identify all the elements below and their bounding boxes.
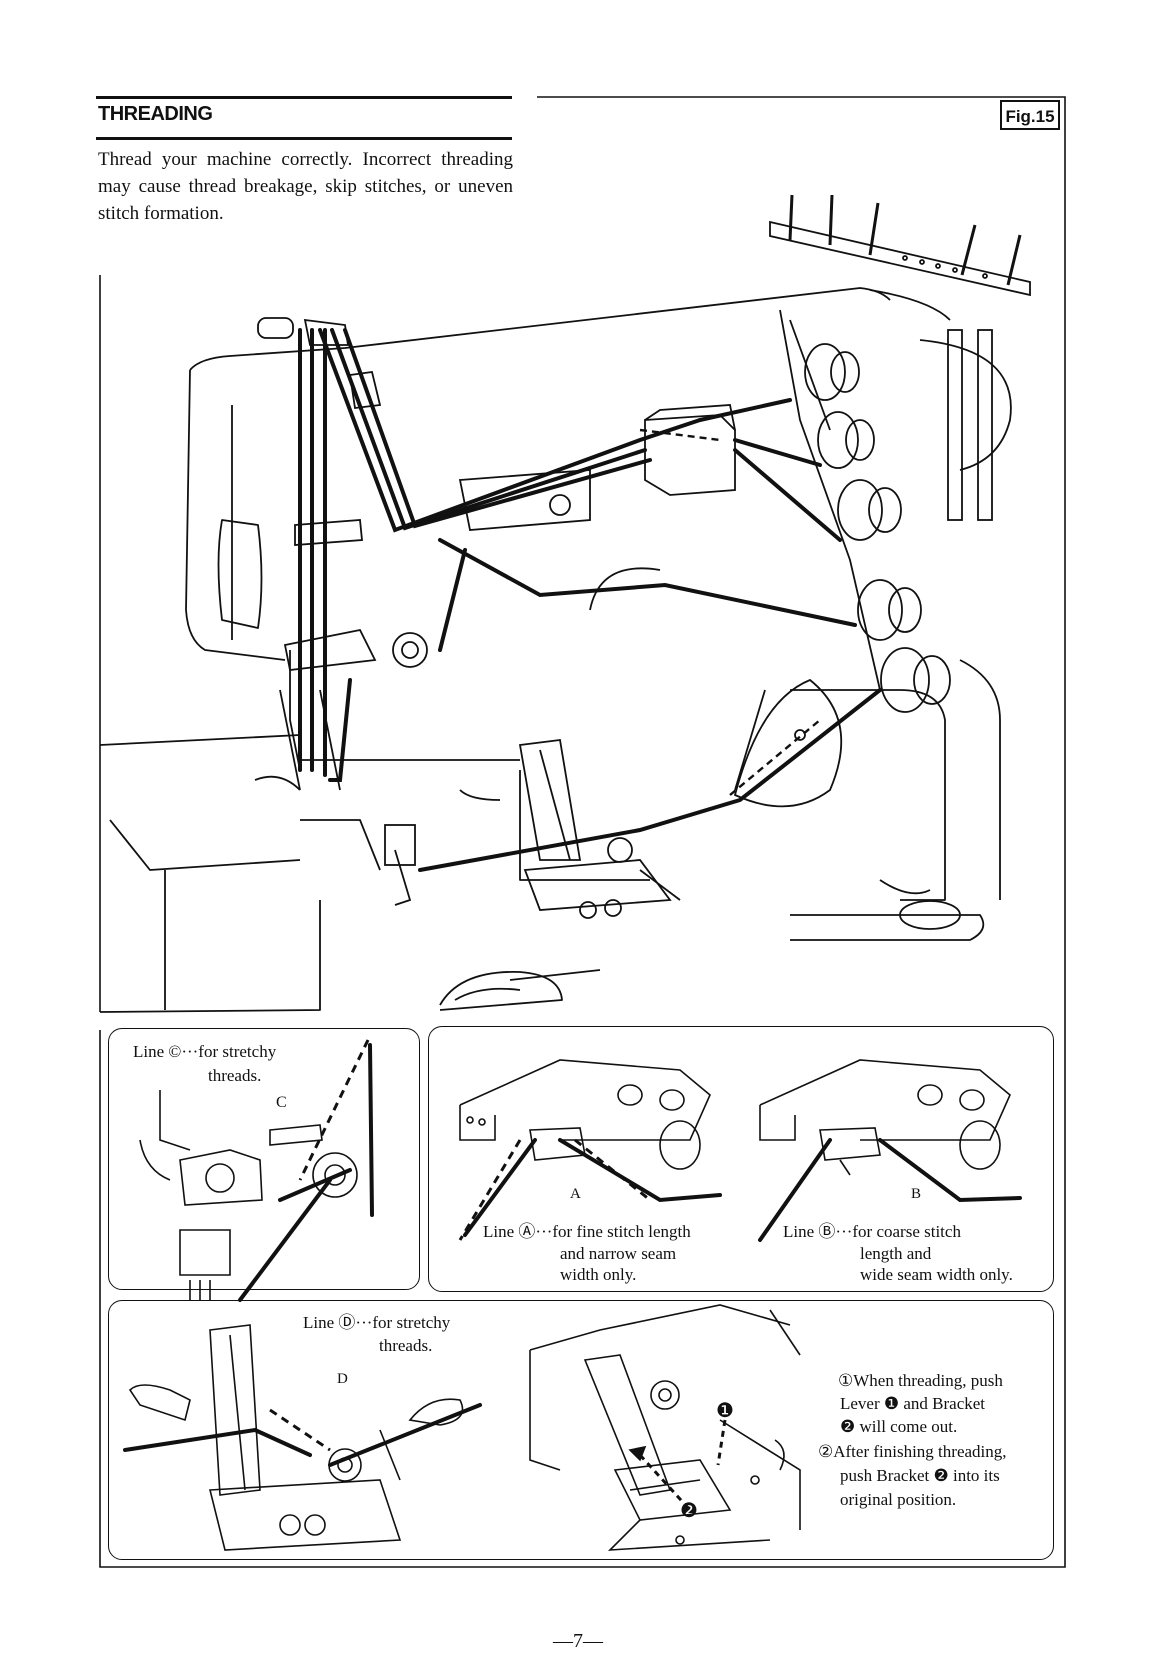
instruction-step2-line2: push Bracket ❷ into its [840, 1466, 1000, 1485]
lever-marker: ❶ [716, 1400, 734, 1422]
figure-frame [99, 96, 1066, 1568]
line-d-label-2: threads. [379, 1336, 433, 1355]
instruction-step1-line3: ❷ will come out. [840, 1417, 958, 1436]
line-b-label-2: length and [860, 1244, 932, 1263]
line-a-label-2: and narrow seam [560, 1244, 677, 1263]
line-d-label-1: Line Ⓓ···for stretchy [303, 1313, 451, 1332]
line-c-label-2: threads. [208, 1066, 262, 1085]
line-a-label-3: width only. [560, 1265, 637, 1284]
instruction-step2-line1: ②After finishing threading, [818, 1442, 1007, 1461]
inset-c-drawing [139, 1090, 358, 1300]
inset-d-drawing [128, 1324, 464, 1551]
instruction-step1-line1: ①When threading, push [838, 1371, 1003, 1390]
page-title: THREADING [98, 103, 213, 125]
line-a-label-1: Line Ⓐ···for fine stitch length [483, 1222, 691, 1241]
instruction-step1-line2: Lever ❶ and Bracket [840, 1394, 986, 1413]
instruction-step2-line3: original position. [840, 1490, 957, 1509]
line-b-label-1: Line Ⓑ···for coarse stitch [783, 1222, 961, 1241]
line-a-marker: A [570, 1186, 581, 1202]
line-c-label-1: Line ©···for stretchy [133, 1042, 277, 1061]
line-c-marker: C [276, 1094, 287, 1111]
inset-panel-line-c [108, 1028, 420, 1290]
line-d-marker: D [337, 1371, 348, 1387]
inset-panel-line-d-lever [108, 1300, 1054, 1560]
inset-panel-lines-ab [428, 1026, 1054, 1292]
bracket-marker: ❷ [680, 1500, 698, 1522]
title-rule [96, 96, 512, 140]
intro-paragraph: Thread your machine correctly. Incorrect… [98, 149, 513, 224]
page-number: —7— [553, 1630, 603, 1652]
inset-a-drawing [459, 1059, 711, 1170]
figure-label: Fig.15 [1000, 100, 1060, 130]
line-b-label-3: wide seam width only. [860, 1265, 1013, 1284]
line-b-marker: B [911, 1186, 922, 1202]
